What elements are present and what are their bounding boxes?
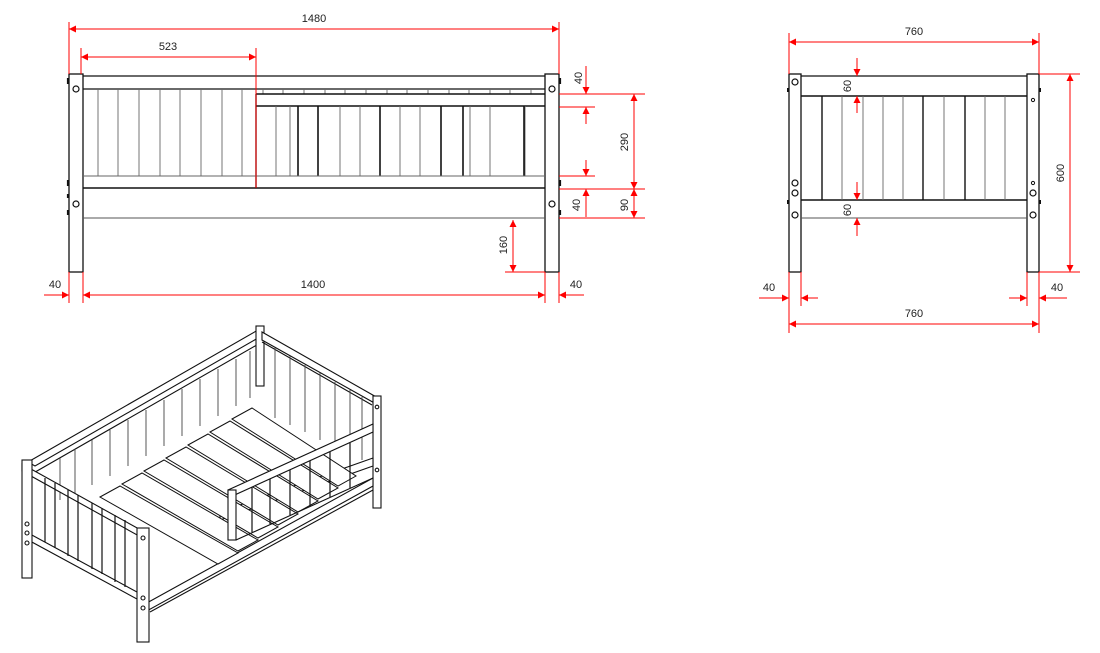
front-view-dimensions — [44, 22, 645, 303]
dimension-labels: 1480 523 40 290 40 90 160 1400 40 40 760… — [49, 13, 1067, 320]
dim-side-bottom-60: 60 — [842, 204, 854, 216]
dim-side-760-top: 760 — [905, 26, 923, 38]
dim-side-600: 600 — [1055, 164, 1067, 182]
dim-90: 90 — [619, 199, 631, 211]
dim-top-rail-40: 40 — [573, 72, 585, 84]
dim-side-top-60: 60 — [842, 80, 854, 92]
dim-right-post-40: 40 — [570, 279, 582, 291]
dim-side-left-40: 40 — [763, 282, 775, 294]
front-right-post — [544, 73, 560, 273]
front-view — [66, 73, 562, 273]
dim-lower-rail-40: 40 — [571, 199, 583, 211]
dim-side-760-bottom: 760 — [905, 308, 923, 320]
dim-160: 160 — [498, 236, 510, 254]
dim-1480: 1480 — [302, 13, 326, 25]
side-view — [787, 73, 1041, 273]
dim-290: 290 — [619, 133, 631, 151]
dim-side-right-40: 40 — [1051, 282, 1063, 294]
side-view-dimensions — [759, 33, 1080, 333]
dim-1400: 1400 — [301, 279, 325, 291]
dim-left-post-40: 40 — [49, 279, 61, 291]
dim-523: 523 — [159, 41, 177, 53]
isometric-view — [21, 325, 382, 643]
front-left-post — [68, 73, 84, 273]
